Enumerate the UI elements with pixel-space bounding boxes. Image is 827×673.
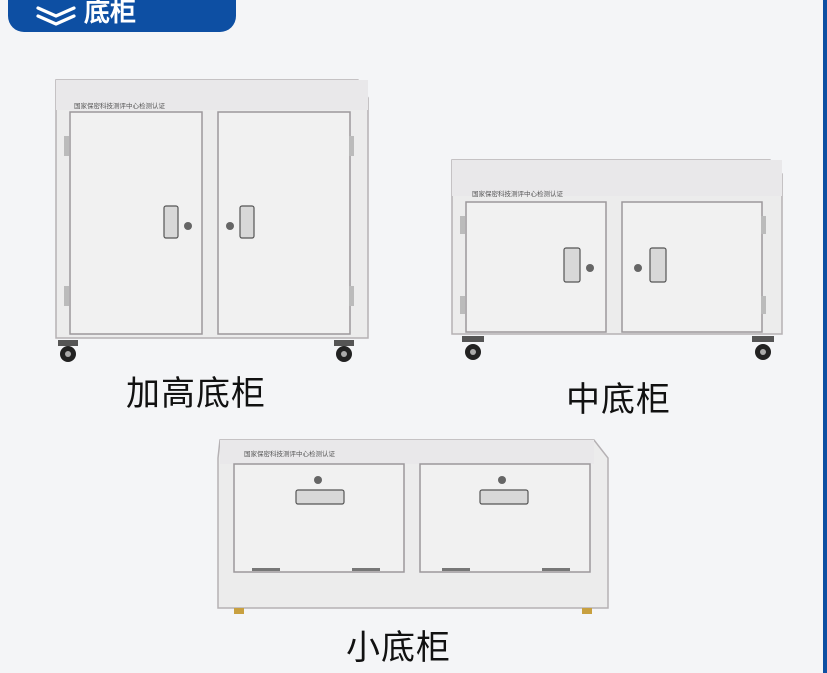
tall-right-lock-icon (226, 222, 234, 230)
medium-left-handle (563, 247, 581, 283)
small-left-lock-icon (314, 476, 322, 484)
medium-left-door (465, 201, 607, 333)
tall-caster-left-icon (58, 340, 78, 362)
medium-left-lock-icon (586, 264, 594, 272)
medium-label: 国家保密科技测评中心检测认证 (472, 189, 564, 198)
right-edge-bar (823, 0, 827, 673)
small-right-handle (479, 489, 529, 505)
small-cabinet-image: 国家保密科技测评中心检测认证 (217, 439, 609, 614)
section-header: 底柜 (8, 0, 236, 32)
medium-caster-right-icon (752, 336, 774, 360)
tall-right-door (217, 111, 351, 335)
tall-caption: 加高底柜 (126, 374, 266, 414)
double-chevron-down-icon (36, 6, 76, 26)
medium-right-lock-icon (634, 264, 642, 272)
small-foot-left-icon (234, 608, 244, 614)
medium-right-handle (649, 247, 667, 283)
medium-right-door (621, 201, 763, 333)
medium-caption: 中底柜 (566, 380, 671, 420)
tall-cabinet-image: 国家保密科技测评中心检测认证 (55, 79, 369, 362)
small-left-handle (295, 489, 345, 505)
small-label: 国家保密科技测评中心检测认证 (244, 449, 336, 458)
small-foot-right-icon (582, 608, 592, 614)
medium-cabinet-image: 国家保密科技测评中心检测认证 (451, 159, 783, 360)
small-right-lock-icon (498, 476, 506, 484)
tall-left-door (69, 111, 203, 335)
tall-label: 国家保密科技测评中心检测认证 (74, 101, 166, 110)
small-caption: 小底柜 (346, 628, 451, 668)
section-title: 底柜 (84, 0, 137, 28)
tall-left-lock-icon (184, 222, 192, 230)
tall-caster-right-icon (334, 340, 354, 362)
medium-caster-left-icon (462, 336, 484, 360)
tall-left-handle (163, 205, 179, 239)
tall-right-handle (239, 205, 255, 239)
